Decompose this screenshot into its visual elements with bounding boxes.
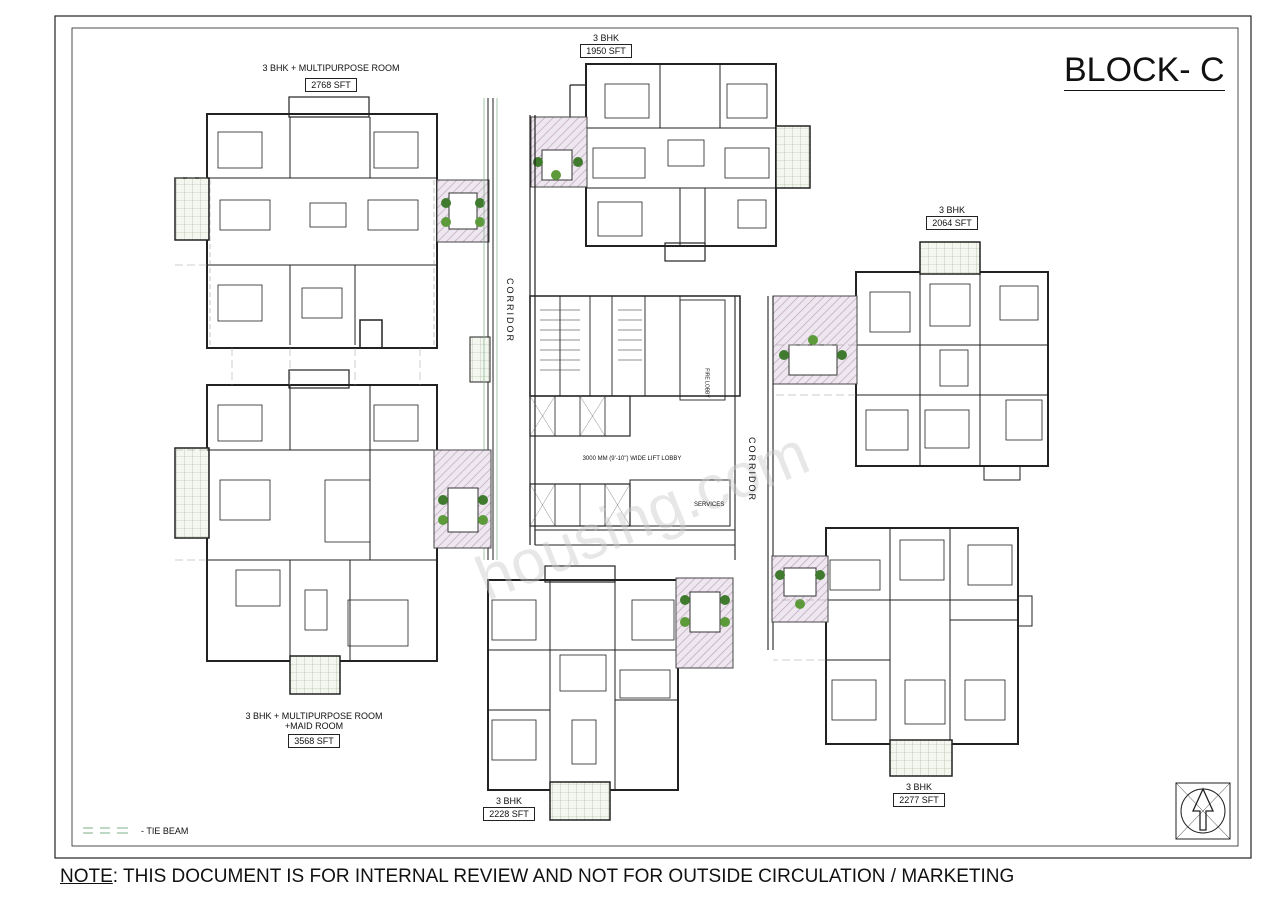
light-well-a (436, 179, 490, 243)
block-title: BLOCK- C (1064, 51, 1225, 91)
light-well-e (675, 577, 734, 669)
unit-a-label: 3 BHK + MULTIPURPOSE ROOM 2768 SFT (236, 63, 426, 92)
watermark: housing.com (467, 418, 819, 614)
unit-f-plan (825, 527, 1033, 777)
unit-b-plan (569, 63, 811, 262)
corridor-right-label: CORRIDOR (747, 437, 757, 502)
unit-b-area: 1950 SFT (580, 44, 632, 58)
unit-a-area: 2768 SFT (305, 78, 357, 92)
unit-d-area: 3568 SFT (288, 734, 340, 748)
tie-beam-legend-label: - TIE BEAM (141, 826, 189, 836)
corridor-left-label: CORRIDOR (505, 278, 515, 343)
unit-d-plan (174, 369, 438, 695)
unit-c-plan (855, 241, 1049, 481)
unit-e-label: 3 BHK 2228 SFT (479, 796, 539, 821)
unit-b-type: 3 BHK (592, 33, 619, 43)
tie-beam-symbol (83, 827, 128, 834)
unit-c-area: 2064 SFT (926, 216, 978, 230)
unit-c-label: 3 BHK 2064 SFT (922, 205, 982, 230)
unit-e-plan (487, 565, 679, 821)
unit-f-label: 3 BHK 2277 SFT (889, 782, 949, 807)
core-plan (469, 98, 774, 650)
note-text: : THIS DOCUMENT IS FOR INTERNAL REVIEW A… (112, 866, 1015, 887)
lift-lobby-label: 3000 MM (9'-10") WIDE LIFT LOBBY (582, 456, 682, 462)
unit-d-type: 3 BHK + MULTIPURPOSE ROOM (245, 711, 383, 721)
light-well-b (530, 116, 588, 188)
unit-a-type: 3 BHK + MULTIPURPOSE ROOM (262, 63, 400, 73)
inner-border (71, 27, 1239, 847)
unit-d-label: 3 BHK + MULTIPURPOSE ROOM +MAID ROOM 356… (219, 711, 409, 748)
light-well-c (772, 295, 858, 385)
light-well-f (771, 555, 829, 623)
unit-e-type: 3 BHK (495, 796, 522, 806)
services-label: SERVICES (694, 502, 725, 508)
disclaimer-note: NOTE: THIS DOCUMENT IS FOR INTERNAL REVI… (60, 866, 1014, 888)
unit-b-label: 3 BHK 1950 SFT (576, 33, 636, 58)
unit-c-type: 3 BHK (938, 205, 965, 215)
tie-beam-grid (175, 177, 856, 661)
fire-lobby-label: FIRE LOBBY (703, 368, 710, 398)
tie-beam-legend: - TIE BEAM (83, 826, 188, 836)
note-key: NOTE (60, 866, 113, 887)
unit-a-plan (174, 96, 438, 349)
outer-border (54, 15, 1252, 859)
light-well-d (433, 449, 492, 549)
unit-e-area: 2228 SFT (483, 807, 535, 821)
unit-f-type: 3 BHK (905, 782, 932, 792)
unit-d-type2: +MAID ROOM (284, 721, 344, 731)
compass-icon (1175, 782, 1231, 840)
unit-f-area: 2277 SFT (893, 793, 945, 807)
